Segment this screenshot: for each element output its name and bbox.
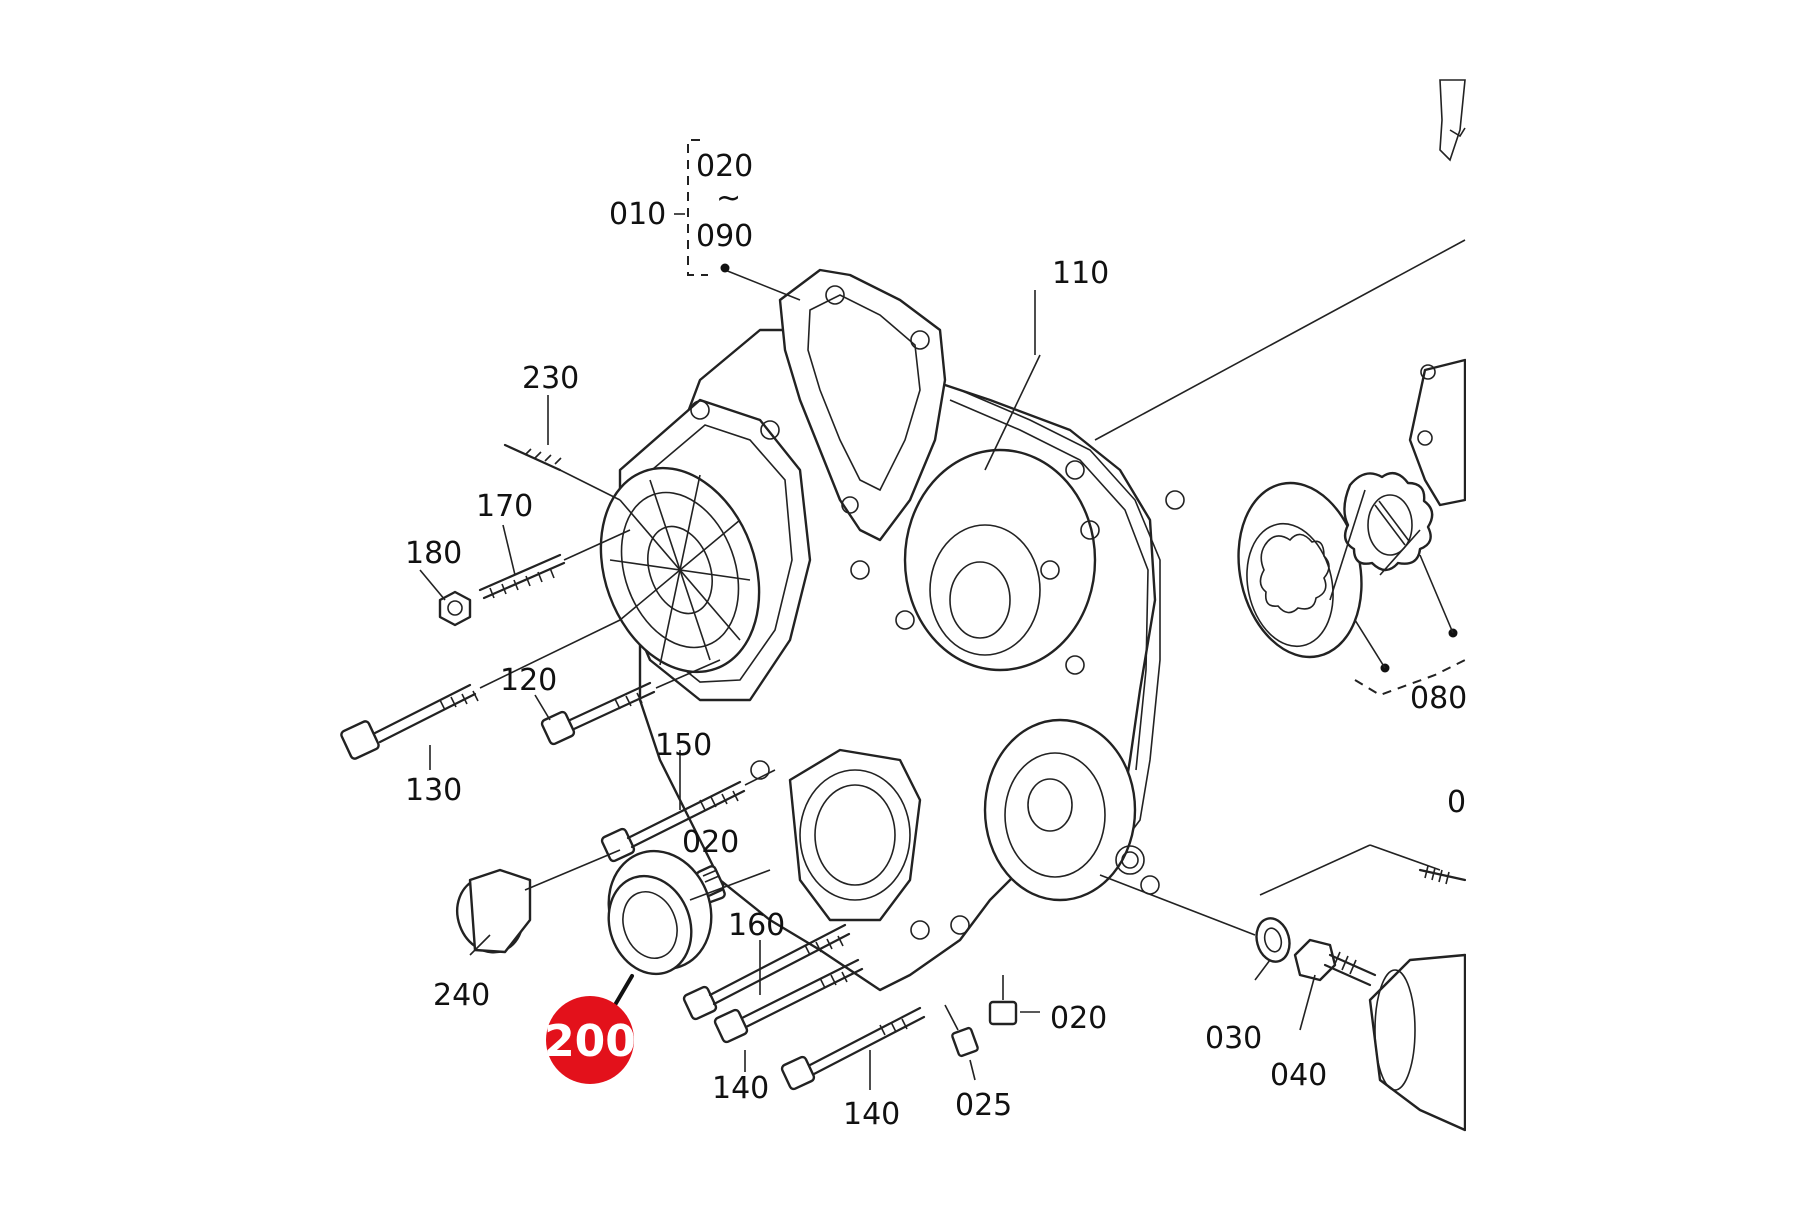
plug-025 [944, 1004, 979, 1058]
nut-180 [438, 590, 472, 627]
upper-plate [778, 268, 947, 542]
label-edge-partial: 0 [1447, 785, 1466, 820]
stud-170 [478, 529, 631, 600]
central-bore [903, 448, 1097, 675]
oil-filter [1368, 953, 1467, 1132]
label-150: 150 [655, 728, 712, 763]
label-leaders [419, 290, 1316, 1090]
label-010: 010 [609, 197, 666, 232]
highlight-badge [546, 996, 634, 1084]
bolt-120 [540, 659, 721, 746]
bracket-010 [674, 139, 801, 301]
bolt-150 [600, 769, 776, 863]
bolt-140-upper [713, 958, 864, 1044]
pump-cover-right [1408, 358, 1467, 507]
label-130: 130 [405, 773, 462, 808]
label-080: 080 [1410, 681, 1467, 716]
label-180: 180 [405, 536, 462, 571]
label-030: 030 [1205, 1021, 1262, 1056]
bracket-top-right [1439, 79, 1466, 162]
label-020-bottom: 020 [1050, 1001, 1107, 1036]
label-230: 230 [522, 361, 579, 396]
stud-230 [503, 443, 621, 501]
crop-mask [1466, 0, 1800, 1200]
label-040: 040 [1270, 1058, 1327, 1093]
plug-020-bottom [988, 975, 1040, 1026]
part-labels: 010 020 ~ 090 110 230 170 180 120 130 15… [405, 149, 1467, 1132]
highlight-callout-200: 200 [544, 974, 636, 1084]
bolt-160 [682, 923, 851, 1021]
label-140-right: 140 [843, 1097, 900, 1132]
label-020-top: 020 [696, 149, 753, 184]
label-160: 160 [728, 908, 785, 943]
leader-lines [984, 239, 1466, 936]
highlight-label: 200 [544, 1016, 636, 1067]
label-140-left: 140 [712, 1071, 769, 1106]
seal-boss [788, 748, 922, 922]
label-range-tilde: ~ [716, 181, 741, 216]
label-090: 090 [696, 219, 753, 254]
label-170: 170 [476, 489, 533, 524]
case-bolt-holes [690, 400, 1185, 940]
cap-240 [456, 849, 621, 954]
pump-inner-rotor [1343, 471, 1434, 572]
bolt-140-lower [780, 1006, 926, 1091]
label-025: 025 [955, 1088, 1012, 1123]
stud-right-edge [1418, 865, 1467, 885]
washer-030 [1255, 917, 1291, 963]
label-020-middle: 020 [682, 825, 739, 860]
ribbed-wheel [599, 466, 761, 674]
nipple-040 [1293, 938, 1377, 987]
bracket-080 [1354, 554, 1466, 697]
label-240: 240 [433, 978, 490, 1013]
label-120: 120 [500, 663, 557, 698]
label-110: 110 [1052, 256, 1109, 291]
bolt-130 [340, 619, 621, 760]
oil-seal-200 [607, 849, 771, 976]
